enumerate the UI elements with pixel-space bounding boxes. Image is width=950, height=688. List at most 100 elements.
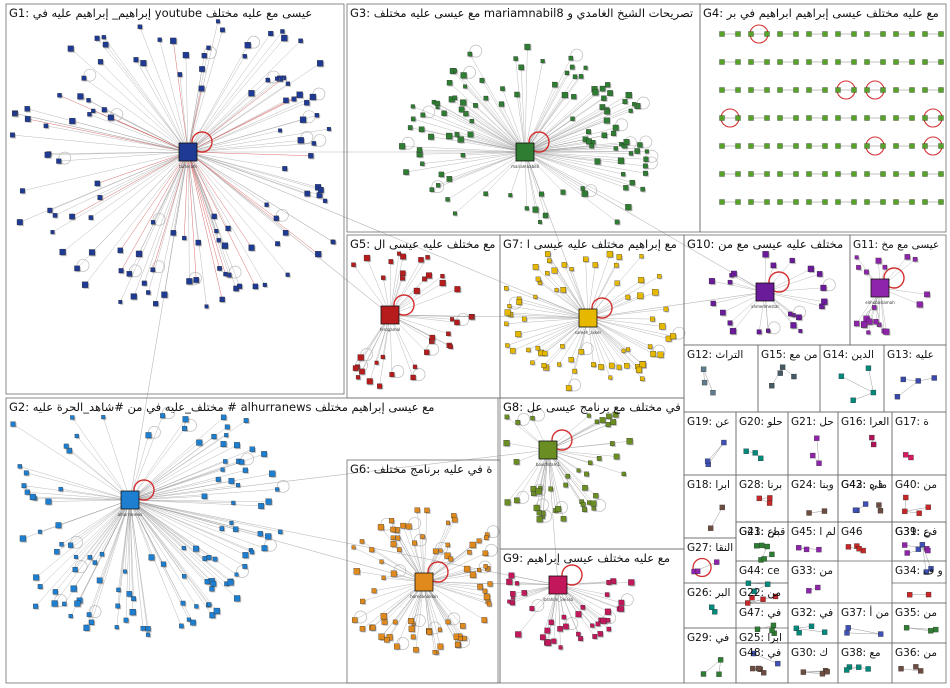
node[interactable] <box>904 254 911 260</box>
node[interactable] <box>420 112 426 118</box>
node[interactable] <box>700 671 707 677</box>
node[interactable] <box>458 636 463 641</box>
node[interactable] <box>498 101 505 107</box>
node[interactable] <box>508 572 515 579</box>
node[interactable] <box>599 104 606 110</box>
node[interactable] <box>505 343 510 348</box>
node[interactable] <box>370 624 376 631</box>
node[interactable] <box>704 458 711 464</box>
node[interactable] <box>145 432 152 439</box>
node[interactable] <box>806 199 812 205</box>
node[interactable] <box>232 526 239 532</box>
node[interactable] <box>145 632 151 637</box>
node[interactable] <box>761 556 767 562</box>
node[interactable] <box>643 156 649 162</box>
node[interactable] <box>278 128 282 133</box>
node[interactable] <box>59 542 64 547</box>
node[interactable] <box>220 414 227 421</box>
node[interactable] <box>452 95 458 101</box>
node[interactable] <box>580 186 585 191</box>
node[interactable] <box>544 639 552 646</box>
node[interactable] <box>199 66 205 72</box>
node[interactable] <box>209 586 215 592</box>
hub-node-g2[interactable] <box>120 490 140 510</box>
node[interactable] <box>789 257 795 264</box>
node[interactable] <box>87 112 92 117</box>
node[interactable] <box>359 626 366 632</box>
node[interactable] <box>440 273 445 279</box>
node[interactable] <box>529 606 535 611</box>
node[interactable] <box>37 529 42 534</box>
node[interactable] <box>933 626 939 633</box>
node[interactable] <box>623 139 630 146</box>
node[interactable] <box>565 385 572 391</box>
node[interactable] <box>74 265 80 272</box>
node[interactable] <box>622 99 628 104</box>
node[interactable] <box>351 545 356 550</box>
node[interactable] <box>54 548 60 555</box>
node[interactable] <box>844 667 850 673</box>
node[interactable] <box>764 171 770 177</box>
node[interactable] <box>902 508 908 515</box>
node[interactable] <box>186 278 193 285</box>
node[interactable] <box>568 55 574 61</box>
node[interactable] <box>565 473 570 479</box>
node[interactable] <box>616 364 622 370</box>
node[interactable] <box>56 158 62 164</box>
node[interactable] <box>647 344 653 349</box>
node[interactable] <box>670 333 676 340</box>
node[interactable] <box>220 27 225 33</box>
node[interactable] <box>610 130 617 136</box>
node[interactable] <box>221 242 229 249</box>
node[interactable] <box>893 115 899 121</box>
node[interactable] <box>463 565 471 573</box>
node[interactable] <box>903 452 909 458</box>
node[interactable] <box>925 504 931 510</box>
node[interactable] <box>454 286 461 293</box>
node[interactable] <box>454 132 460 137</box>
node[interactable] <box>604 608 611 615</box>
node[interactable] <box>605 618 611 623</box>
node[interactable] <box>613 453 620 460</box>
node[interactable] <box>756 495 762 502</box>
node[interactable] <box>141 280 147 286</box>
node[interactable] <box>901 542 908 548</box>
node[interactable] <box>63 443 69 449</box>
node[interactable] <box>545 270 550 276</box>
node[interactable] <box>72 566 78 573</box>
node[interactable] <box>779 364 786 370</box>
node[interactable] <box>513 56 518 61</box>
node[interactable] <box>530 415 535 421</box>
node[interactable] <box>524 43 531 50</box>
node[interactable] <box>766 500 773 506</box>
node[interactable] <box>410 104 415 109</box>
node[interactable] <box>694 568 701 574</box>
node[interactable] <box>21 483 27 489</box>
node[interactable] <box>770 262 777 269</box>
node[interactable] <box>261 545 268 552</box>
node[interactable] <box>459 623 466 629</box>
node[interactable] <box>50 230 55 235</box>
node[interactable] <box>233 442 240 449</box>
node[interactable] <box>938 199 944 205</box>
node[interactable] <box>605 82 611 88</box>
node[interactable] <box>907 592 913 598</box>
node[interactable] <box>851 143 857 149</box>
node[interactable] <box>583 65 588 70</box>
node[interactable] <box>446 331 451 336</box>
node[interactable] <box>209 612 216 619</box>
node[interactable] <box>483 564 488 569</box>
node[interactable] <box>864 143 870 149</box>
node[interactable] <box>463 84 468 89</box>
node[interactable] <box>360 598 366 604</box>
node[interactable] <box>904 550 910 556</box>
node[interactable] <box>252 283 259 290</box>
node[interactable] <box>70 585 77 592</box>
node[interactable] <box>242 467 248 473</box>
node[interactable] <box>824 669 830 675</box>
node[interactable] <box>547 258 552 263</box>
node[interactable] <box>412 540 417 546</box>
node[interactable] <box>68 613 73 619</box>
node[interactable] <box>441 110 447 116</box>
node[interactable] <box>476 538 482 544</box>
